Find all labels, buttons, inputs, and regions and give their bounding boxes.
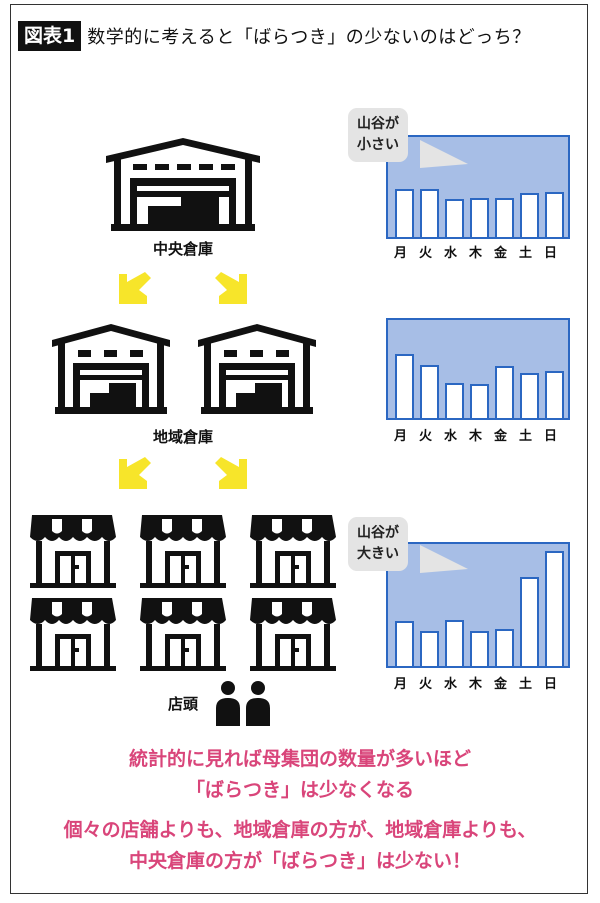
arrow-down-left-icon (119, 457, 151, 489)
large-variance-bubble: 山谷が大きい (348, 517, 408, 571)
arrow-down-right-icon (215, 457, 247, 489)
regional-warehouse-label: 地域倉庫 (152, 428, 213, 446)
bar (470, 198, 489, 237)
bubble-tail (420, 545, 468, 573)
chart-regional (386, 318, 570, 420)
bar (545, 192, 564, 237)
bar (520, 577, 539, 666)
conclusion-line-1: 統計的に見れば母集団の数量が多いほど (128, 748, 471, 770)
bar (470, 631, 489, 666)
bar (395, 189, 414, 237)
bar (445, 199, 464, 237)
conclusion-line-3: 個々の店舗よりも、地域倉庫の方が、地域倉庫よりも、 (63, 819, 537, 841)
conclusion-line-4: 中央倉庫の方が「ばらつき」は少ない！ (128, 850, 471, 872)
day-labels: 月火水木金土日 (393, 677, 557, 692)
bubble-tail (420, 140, 468, 168)
store-icon (140, 598, 226, 671)
bar (470, 384, 489, 418)
regional-warehouse-icon (198, 324, 316, 414)
bar (420, 365, 439, 418)
figure-tag: 図表1 (18, 21, 82, 51)
chart-storefront (386, 542, 570, 668)
store-icon (30, 598, 116, 671)
small-variance-bubble: 山谷が小さい (348, 108, 408, 162)
bar (445, 620, 464, 666)
storefront-label: 店頭 (167, 695, 198, 713)
regional-warehouse-icon (52, 324, 170, 414)
bar (395, 621, 414, 666)
central-warehouse-icon (106, 138, 260, 231)
bar (545, 371, 564, 418)
bar (545, 551, 564, 666)
bar (520, 193, 539, 237)
bar (395, 354, 414, 418)
bar (520, 373, 539, 418)
bar (420, 631, 439, 666)
day-labels: 月火水木金土日 (393, 429, 557, 444)
figure-title: 図表1 数学的に考えると「ばらつき」の少ないのはどっち？ (18, 20, 531, 52)
arrow-down-right-icon (215, 272, 247, 304)
conclusion-line-2: 「ばらつき」は少なくなる (185, 779, 414, 801)
store-icon (250, 598, 336, 671)
day-labels: 月火水木金土日 (393, 246, 557, 261)
store-icon (30, 515, 116, 588)
bar (495, 629, 514, 666)
central-warehouse-label: 中央倉庫 (152, 240, 213, 258)
figure-title-text: 数学的に考えると「ばらつき」の少ないのはどっち？ (87, 27, 531, 48)
chart-central (386, 135, 570, 239)
figure-frame (10, 4, 588, 894)
store-icon (250, 515, 336, 588)
bar (445, 383, 464, 418)
store-icon (140, 515, 226, 588)
bar (495, 366, 514, 418)
arrow-down-left-icon (119, 272, 151, 304)
people-icon (216, 681, 270, 726)
bar (495, 198, 514, 237)
bar (420, 189, 439, 237)
